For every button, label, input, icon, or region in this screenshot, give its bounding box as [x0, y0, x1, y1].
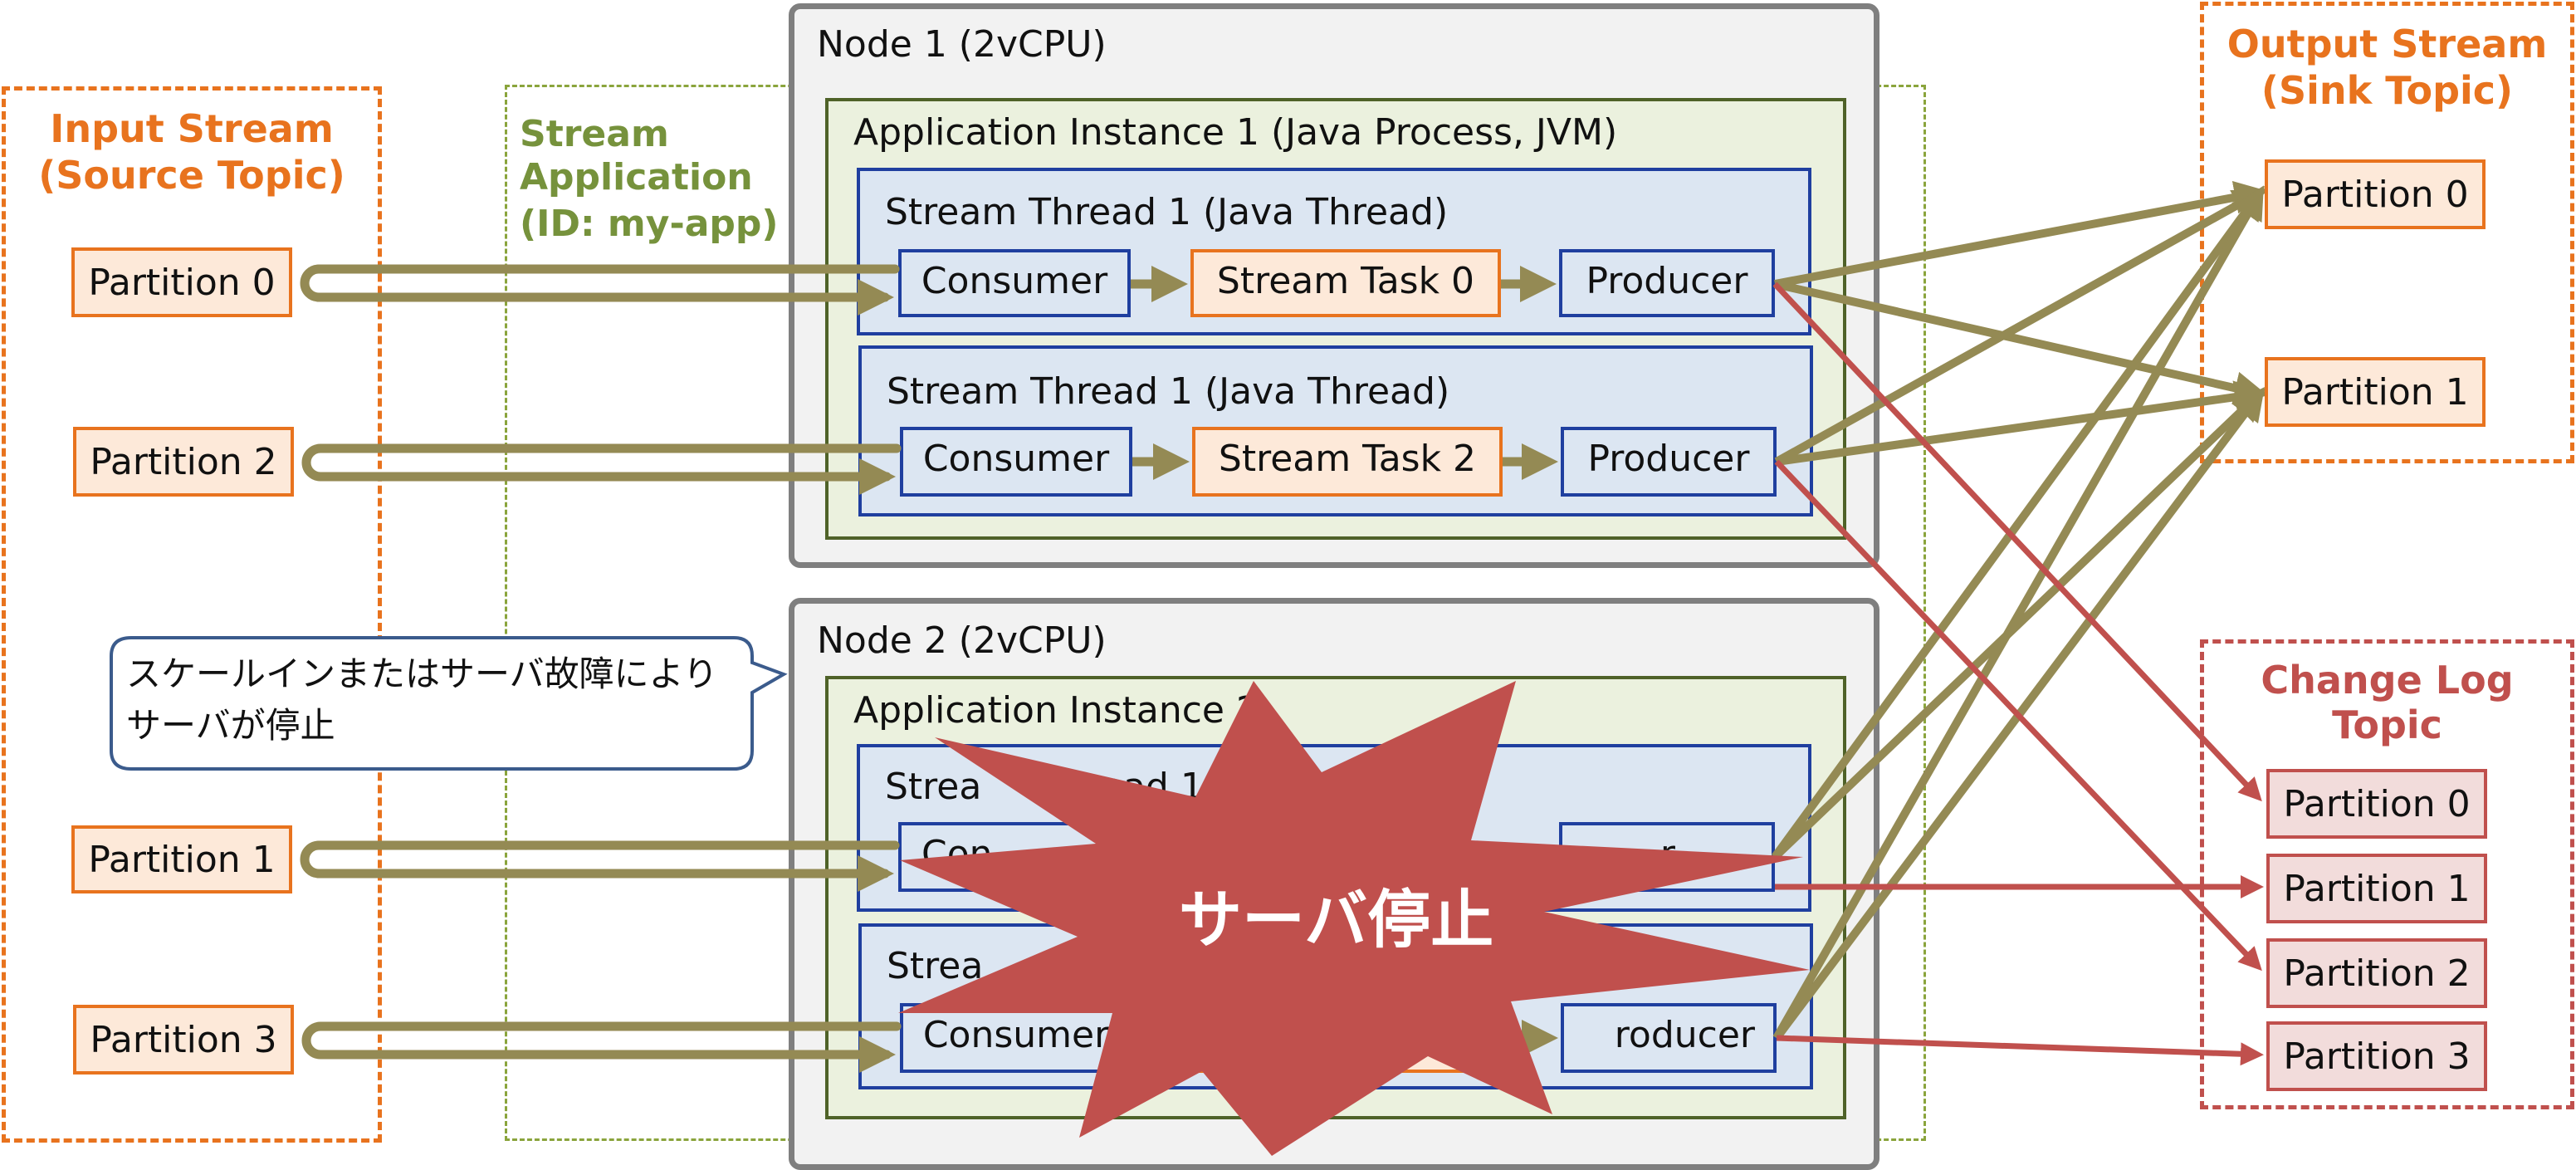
node2-thread-a-consumer: Con — [898, 822, 1131, 892]
output-partition-0: Partition 0 — [2265, 159, 2486, 229]
changelog-partition-1: Partition 1 — [2266, 854, 2487, 923]
input-stream-title-1: Input Stream — [50, 106, 334, 151]
changelog-title-1: Change Log — [2261, 658, 2514, 702]
application-instance-1-title: Application Instance 1 (Java Process, JV… — [853, 111, 1618, 154]
stream-app-label-1: Stream — [520, 113, 669, 155]
node2-thread-b-producer: roducer — [1561, 1003, 1777, 1073]
input-partition-3: Partition 3 — [73, 1005, 294, 1075]
output-stream-title-1: Output Stream — [2227, 22, 2548, 66]
node2-thread-b-task-text-1: S — [1204, 1015, 1227, 1057]
output-partition-1: Partition 1 — [2265, 357, 2486, 427]
node1-thread-a-title: Stream Thread 1 (Java Thread) — [885, 191, 1449, 233]
input-partition-2: Partition 2 — [73, 427, 294, 497]
callout-line-1: スケールインまたはサーバ故障により — [126, 654, 718, 694]
node-1-title: Node 1 (2vCPU) — [817, 23, 1107, 66]
node2-thread-b-title-start: Strea — [887, 945, 984, 987]
node2-thread-b-task-text-2: r Ta — [1337, 1015, 1402, 1057]
server-stop-label: サーバ停止 — [1179, 883, 1494, 957]
node1-thread-a-task: Stream Task 0 — [1190, 249, 1501, 317]
stream-app-label-3: (ID: my-app) — [520, 203, 779, 245]
input-stream-group — [2, 86, 382, 1143]
changelog-title-2: Topic — [2332, 702, 2442, 747]
callout-line-2: サーバが停止 — [126, 705, 335, 746]
node1-thread-b-consumer: Consumer — [900, 427, 1132, 497]
node1-thread-b-task: Stream Task 2 — [1192, 427, 1503, 497]
node2-thread-a-consumer-text: Con — [921, 833, 993, 875]
node2-thread-a-title-start: Strea — [885, 766, 982, 808]
application-instance-2-title: Application Instance 2 — [853, 689, 1259, 732]
changelog-partition-3: Partition 3 — [2266, 1021, 2487, 1091]
node1-thread-b-title: Stream Thread 1 (Java Thread) — [887, 370, 1450, 413]
input-stream-title-2: (Source Topic) — [38, 153, 345, 198]
node1-thread-b-producer: Producer — [1561, 427, 1777, 497]
node2-thread-b-consumer: Consumer — [900, 1003, 1132, 1073]
changelog-partition-0: Partition 0 — [2266, 769, 2487, 839]
changelog-partition-2: Partition 2 — [2266, 938, 2487, 1008]
node2-thread-a-producer: r — [1559, 822, 1775, 892]
input-partition-0: Partition 0 — [71, 247, 292, 317]
node1-thread-a-consumer: Consumer — [898, 249, 1131, 317]
node2-thread-b-producer-text: roducer — [1614, 1014, 1755, 1056]
input-partition-1: Partition 1 — [71, 825, 292, 893]
node1-thread-a-producer: Producer — [1559, 249, 1775, 317]
stream-app-label-2: Application — [520, 156, 753, 198]
node2-thread-a-title-end: Thread 1 — [1041, 766, 1204, 808]
output-stream-title-2: (Sink Topic) — [2261, 68, 2514, 113]
node-2-title: Node 2 (2vCPU) — [817, 619, 1107, 662]
node2-thread-a-producer-text: r — [1659, 833, 1675, 875]
